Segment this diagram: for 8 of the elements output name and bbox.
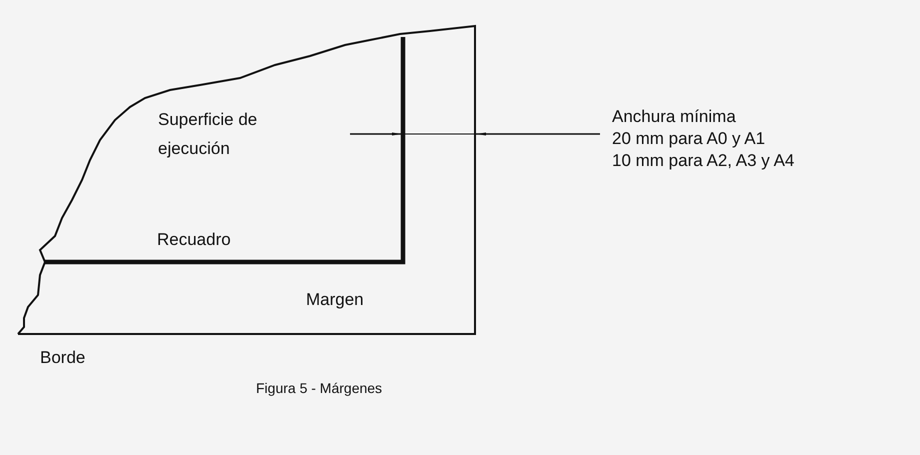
dimension-note: Anchura mínima bbox=[612, 106, 736, 128]
frame-label: Recuadro bbox=[157, 229, 231, 251]
margin-label: Margen bbox=[306, 289, 364, 311]
dimension-note: 10 mm para A2, A3 y A4 bbox=[612, 150, 794, 172]
area-label: Superficie de ejecución bbox=[158, 109, 258, 160]
dimension-note: 20 mm para A0 y A1 bbox=[612, 128, 766, 150]
figure-caption: Figura 5 - Márgenes bbox=[256, 380, 382, 396]
sheet-border-label: Borde bbox=[40, 347, 86, 369]
